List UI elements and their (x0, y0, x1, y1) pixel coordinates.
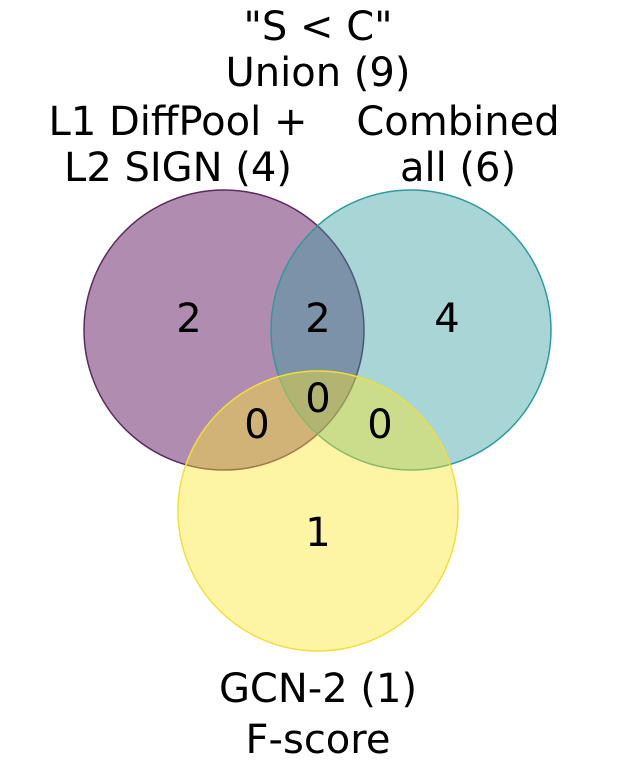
title-line-2: Union (9) (226, 50, 411, 96)
region-b-only-count: 4 (434, 296, 459, 342)
set-a-label-line-2: L2 SIGN (4) (64, 145, 292, 191)
region-bc-count: 0 (367, 402, 392, 448)
set-b-label-line-2: all (6) (400, 145, 516, 191)
region-c-only-count: 1 (305, 510, 330, 556)
region-ac-count: 0 (244, 402, 269, 448)
set-b-label-line-1: Combined (356, 99, 559, 145)
set-c-label-line-1: GCN-2 (1) (219, 666, 417, 712)
set-circle-b (270, 189, 552, 471)
title-line-1: "S < C" (243, 4, 392, 50)
region-a-only-count: 2 (176, 296, 201, 342)
region-ab-count: 2 (305, 296, 330, 342)
set-a-label-line-1: L1 DiffPool + (49, 99, 308, 145)
set-c-label-line-2: F-score (246, 717, 391, 763)
region-abc-count: 0 (305, 376, 330, 422)
set-circle-c (177, 370, 459, 652)
set-circle-a (83, 189, 365, 471)
